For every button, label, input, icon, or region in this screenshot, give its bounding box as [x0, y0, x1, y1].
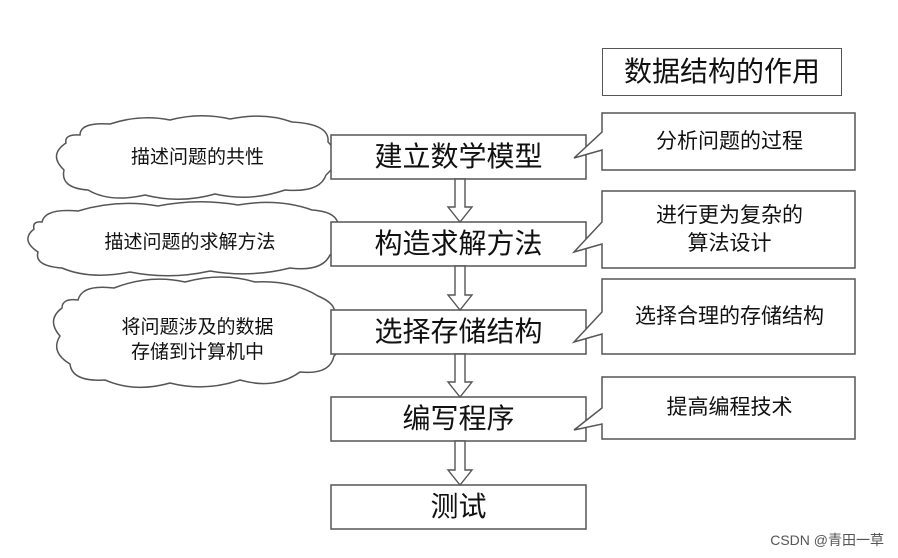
step-text-1: 建立数学模型: [374, 139, 543, 173]
note-text-4: 提高编程技术: [666, 395, 793, 420]
title-box: [602, 48, 842, 96]
step-text-2: 构造求解方法: [374, 226, 543, 260]
step-text-5: 测试: [430, 489, 487, 523]
down-arrow-2: [446, 265, 474, 312]
step-text-4: 编写程序: [402, 401, 515, 435]
note-text-2: 进行更为复杂的 算法设计: [656, 202, 803, 255]
cloud-shape-2: [27, 200, 344, 277]
step-box-4: [330, 396, 587, 442]
note-callout-4: [573, 376, 856, 440]
step-box-1: [330, 134, 587, 180]
watermark: CSDN @青田一草: [770, 532, 884, 548]
note-callout-3: [571, 278, 856, 355]
step-box-5: [330, 484, 587, 530]
note-callout-2: [571, 190, 856, 269]
cloud-shape-3: [52, 276, 344, 389]
down-arrow-4: [446, 440, 474, 487]
step-text-3: 选择存储结构: [374, 314, 543, 348]
note-text-1: 分析问题的过程: [656, 128, 803, 153]
cloud-text-2: 描述问题的求解方法: [104, 231, 276, 254]
note-callout-1: [573, 112, 856, 171]
cloud-text-3: 将问题涉及的数据 存储到计算机中: [121, 315, 274, 363]
diagram-title: 数据结构的作用: [623, 54, 820, 88]
note-text-3: 选择合理的存储结构: [635, 303, 824, 328]
cloud-shape-1: [55, 115, 337, 200]
down-arrow-3: [446, 353, 474, 399]
down-arrow-1: [446, 178, 474, 224]
cloud-text-1: 描述问题的共性: [130, 146, 264, 169]
